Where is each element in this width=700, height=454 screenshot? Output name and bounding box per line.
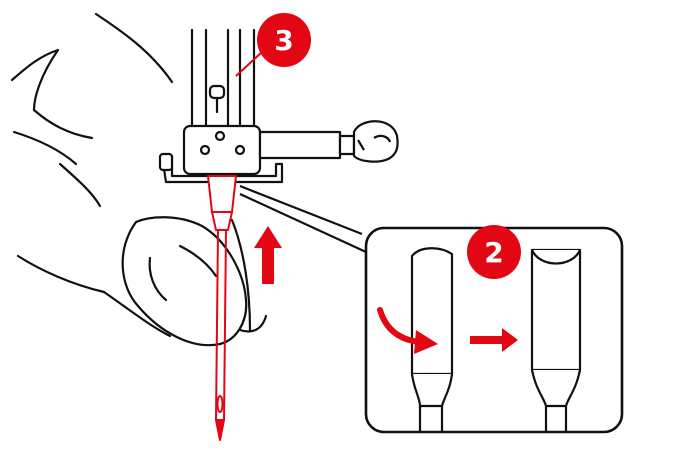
up-arrow-icon: [254, 226, 282, 284]
needle-shank-after: [530, 248, 582, 432]
needle: [207, 175, 237, 441]
hand-illustration: [10, 12, 268, 347]
detail-inset: [364, 226, 624, 434]
callout-leader: [239, 184, 367, 253]
right-arrow-icon: [470, 328, 518, 352]
step-badge-3-label: 3: [274, 24, 293, 57]
rotate-arrow-icon: [377, 307, 438, 354]
step-badge-2-label: 2: [484, 236, 503, 269]
needle-bar: [190, 28, 256, 130]
step-badge-2: 2: [467, 225, 521, 279]
needle-clamp: [182, 120, 399, 176]
step-badge-3: 3: [235, 13, 311, 77]
